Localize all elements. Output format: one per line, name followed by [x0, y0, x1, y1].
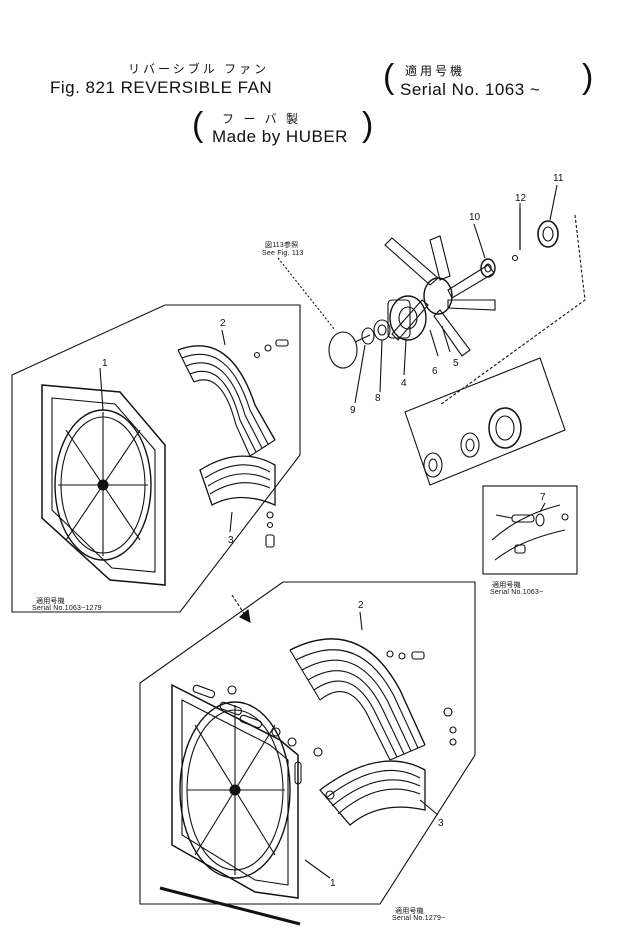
callout-4: 4 [401, 378, 407, 389]
lower-guard-bottom [319, 760, 439, 826]
upper-fan-shroud [41, 367, 166, 586]
serial-japanese: 適用号機 [405, 64, 466, 78]
fan-hub-assembly [277, 184, 586, 406]
callout-5: 5 [453, 358, 459, 369]
title-japanese: リバーシブル ファン [128, 62, 270, 76]
callout-6: 6 [432, 366, 438, 377]
serial-range-1: Serial No.1063~1279 [32, 605, 102, 612]
maker-label: Made by HUBER [212, 127, 348, 146]
callout-3-upper: 3 [228, 535, 234, 546]
maker-japanese: フ ー バ 製 [222, 112, 302, 126]
serial-range-inset: Serial No.1063~ [490, 589, 544, 596]
callout-9: 9 [350, 405, 356, 416]
upper-guard-top [177, 329, 289, 457]
lower-assembly-panel [139, 581, 476, 905]
upper-fan-guard-spokes [58, 412, 148, 556]
callout-1-lower: 1 [330, 878, 336, 889]
callout-1-upper: 1 [102, 358, 108, 369]
callout-2-upper: 2 [220, 318, 226, 329]
callout-11: 11 [553, 173, 564, 184]
callout-10: 10 [469, 212, 481, 223]
see-fig-note: See Fig. 113 [262, 250, 304, 257]
hub-detail-bracket [404, 357, 566, 486]
maker-close-paren: ) [362, 106, 374, 144]
applic-japanese-1: 適用号機 [36, 598, 65, 605]
callout-2-lower: 2 [358, 600, 364, 611]
applic-japanese-2: 適用号機 [395, 908, 424, 915]
applic-japanese-inset: 適用号機 [492, 582, 521, 589]
lower-guard-top [289, 611, 426, 761]
callout-7: 7 [540, 492, 546, 503]
figure-title: Fig. 821 REVERSIBLE FAN [50, 78, 273, 97]
inset-detail-box [482, 485, 578, 575]
callout-12: 12 [515, 193, 527, 204]
serial-label: Serial No. 1063 ~ [400, 80, 541, 99]
lower-mounting-hardware [192, 650, 457, 785]
callout-3-lower: 3 [438, 818, 444, 829]
maker-open-paren: ( [192, 106, 204, 144]
see-fig-japanese: 図113参照 [265, 242, 299, 249]
lower-fan-shroud [159, 683, 331, 926]
upper-guard-bottom [199, 455, 276, 548]
upper-assembly-panel [11, 304, 301, 613]
serial-open-paren: ( [383, 58, 395, 96]
serial-range-2: Serial No.1279~ [392, 915, 446, 922]
lower-fan-guard-spokes [187, 705, 285, 875]
callout-8: 8 [375, 393, 381, 404]
transition-arrow [231, 594, 251, 623]
serial-close-paren: ) [582, 58, 594, 96]
